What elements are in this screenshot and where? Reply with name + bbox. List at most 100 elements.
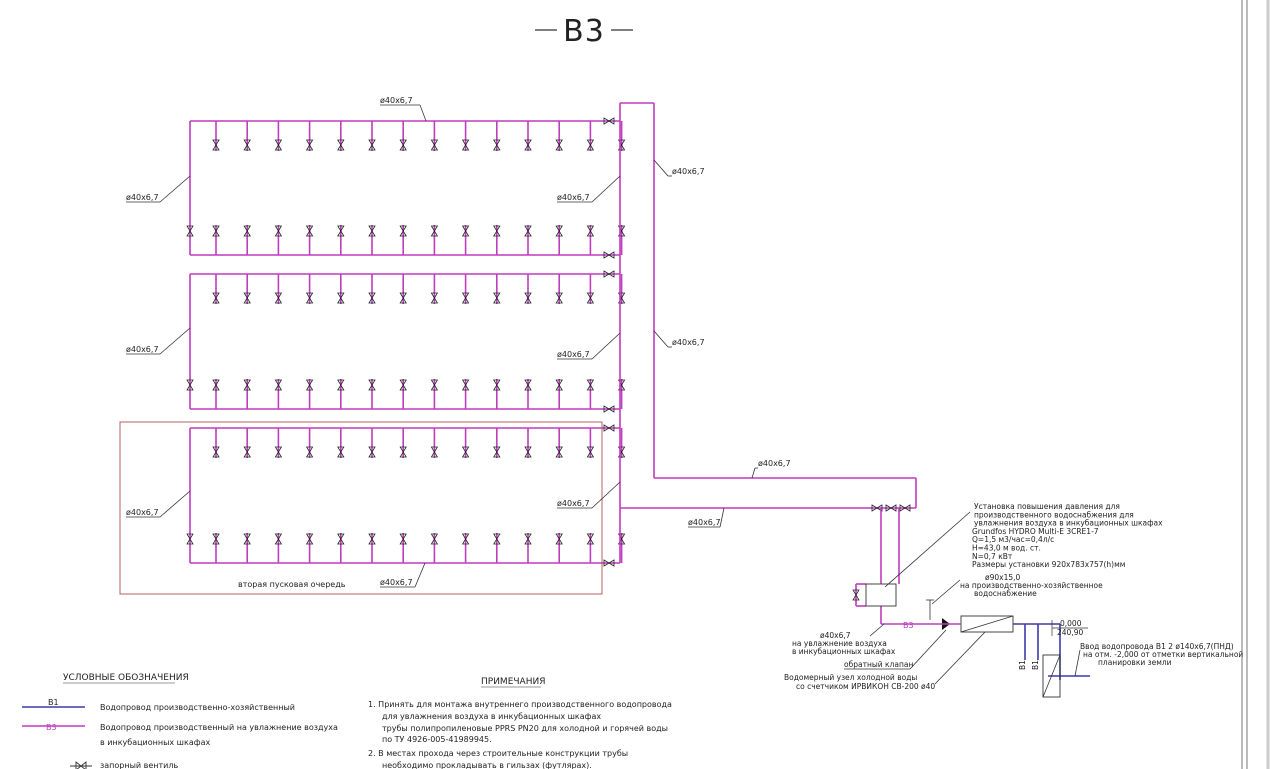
valve-half bbox=[399, 384, 407, 391]
valve-icon bbox=[524, 533, 532, 545]
valve-half bbox=[493, 446, 501, 453]
valve-icon bbox=[274, 533, 283, 545]
valve-half bbox=[586, 297, 595, 304]
valve-half bbox=[524, 446, 532, 453]
valve-half bbox=[430, 230, 439, 237]
second-stage-boundary bbox=[119, 421, 603, 595]
valve-half bbox=[212, 538, 220, 545]
valve-half bbox=[461, 533, 470, 540]
valve-half bbox=[305, 139, 314, 146]
valve-icon bbox=[524, 379, 532, 391]
valve-icon bbox=[555, 139, 563, 151]
note-line-2: для увлажнения воздуха в инкубационных ш… bbox=[382, 712, 601, 721]
humid-supply-purpose-1: на увлажнение воздуха bbox=[792, 639, 887, 648]
valve-half bbox=[461, 451, 470, 458]
valve-icon bbox=[493, 139, 501, 151]
valve-half bbox=[524, 533, 532, 540]
valve-half bbox=[399, 538, 407, 545]
valve-half bbox=[212, 451, 220, 458]
main-supply-purpose-1: на производственно-хозяйственное bbox=[960, 581, 1103, 590]
valve-half bbox=[461, 538, 470, 545]
valve-icon bbox=[337, 446, 345, 458]
valve-icon bbox=[493, 379, 501, 391]
label-leader bbox=[591, 481, 621, 509]
valve-half bbox=[555, 451, 563, 458]
valve-icon bbox=[368, 139, 376, 151]
valve-icon bbox=[899, 504, 911, 512]
notes-title: ПРИМЕЧАНИЯ bbox=[481, 677, 545, 687]
valve-icon bbox=[274, 139, 283, 151]
valve-half bbox=[524, 451, 532, 458]
valve-half bbox=[399, 225, 407, 232]
valve-icon bbox=[368, 446, 376, 458]
valve-half bbox=[493, 297, 501, 304]
valve-half bbox=[524, 144, 532, 151]
valve-half bbox=[243, 379, 251, 386]
valve-half bbox=[586, 533, 595, 540]
legend-v1-code: В1 bbox=[48, 698, 59, 707]
valve-half bbox=[493, 292, 501, 299]
valve-half bbox=[368, 297, 376, 304]
note-line-1: 1. Принять для монтажа внутреннего произ… bbox=[368, 700, 672, 709]
valve-icon bbox=[274, 292, 283, 304]
valve-half bbox=[899, 504, 906, 512]
valve-half bbox=[608, 405, 615, 413]
valve-icon bbox=[493, 446, 501, 458]
valve-icon bbox=[430, 379, 439, 391]
valve-half bbox=[243, 144, 251, 151]
pipe-size-label: ø40х6,7 bbox=[380, 578, 413, 587]
valve-half bbox=[274, 533, 283, 540]
valve-half bbox=[305, 144, 314, 151]
valve-half bbox=[555, 446, 563, 453]
valve-half bbox=[608, 251, 615, 259]
valve-icon bbox=[337, 139, 345, 151]
valve-icon bbox=[555, 379, 563, 391]
valve-half bbox=[586, 139, 595, 146]
pipe-size-label: ø40х6,7 bbox=[557, 193, 590, 202]
legend-valve-icon bbox=[70, 761, 92, 769]
valve-half bbox=[461, 292, 470, 299]
pump-spec-line: производственного водоснабжения для bbox=[974, 510, 1134, 519]
valve-half bbox=[186, 230, 194, 237]
humid-supply-size: ø40х6,7 bbox=[820, 631, 851, 640]
valve-half bbox=[399, 379, 407, 386]
valve-half bbox=[885, 504, 892, 512]
valve-half bbox=[305, 230, 314, 237]
valve-icon bbox=[368, 533, 376, 545]
valve-half bbox=[586, 292, 595, 299]
valve-half bbox=[890, 504, 897, 512]
valve-half bbox=[368, 446, 376, 453]
valve-icon bbox=[399, 446, 407, 458]
valve-icon bbox=[524, 292, 532, 304]
main-supply-size: ø90х15,0 bbox=[985, 573, 1020, 582]
valve-icon bbox=[603, 559, 615, 567]
pump-spec-line: Установка повышения давления для bbox=[974, 502, 1120, 511]
valve-icon bbox=[885, 504, 897, 512]
valve-icon bbox=[493, 292, 501, 304]
valve-half bbox=[337, 230, 345, 237]
valve-half bbox=[608, 559, 615, 567]
note-line-6: необходимо прокладывать в гильзах (футля… bbox=[382, 761, 592, 769]
valve-half bbox=[399, 451, 407, 458]
frame-lines bbox=[1241, 0, 1270, 769]
valve-half bbox=[586, 144, 595, 151]
valve-half bbox=[876, 504, 883, 512]
valve-icon bbox=[368, 225, 376, 237]
valve-half bbox=[430, 451, 439, 458]
valve-half bbox=[461, 384, 470, 391]
pump-spec-line: H=43,0 м вод. ст. bbox=[972, 544, 1041, 553]
valve-icon bbox=[555, 533, 563, 545]
pipe-size-labels: ø40х6,7ø40х6,7ø40х6,7ø40х6,7ø40х6,7ø40х6… bbox=[126, 96, 791, 588]
legend-title: УСЛОВНЫЕ ОБОЗНАЧЕНИЯ bbox=[63, 673, 189, 683]
valve-icon bbox=[871, 504, 883, 512]
valve-half bbox=[243, 451, 251, 458]
valve-half bbox=[305, 379, 314, 386]
valve-half bbox=[555, 533, 563, 540]
valve-icon bbox=[493, 533, 501, 545]
valve-icon bbox=[555, 292, 563, 304]
label-leader bbox=[591, 175, 621, 203]
valve-half bbox=[555, 384, 563, 391]
valve-icon bbox=[399, 225, 407, 237]
valve-icon bbox=[430, 139, 439, 151]
valve-half bbox=[493, 451, 501, 458]
